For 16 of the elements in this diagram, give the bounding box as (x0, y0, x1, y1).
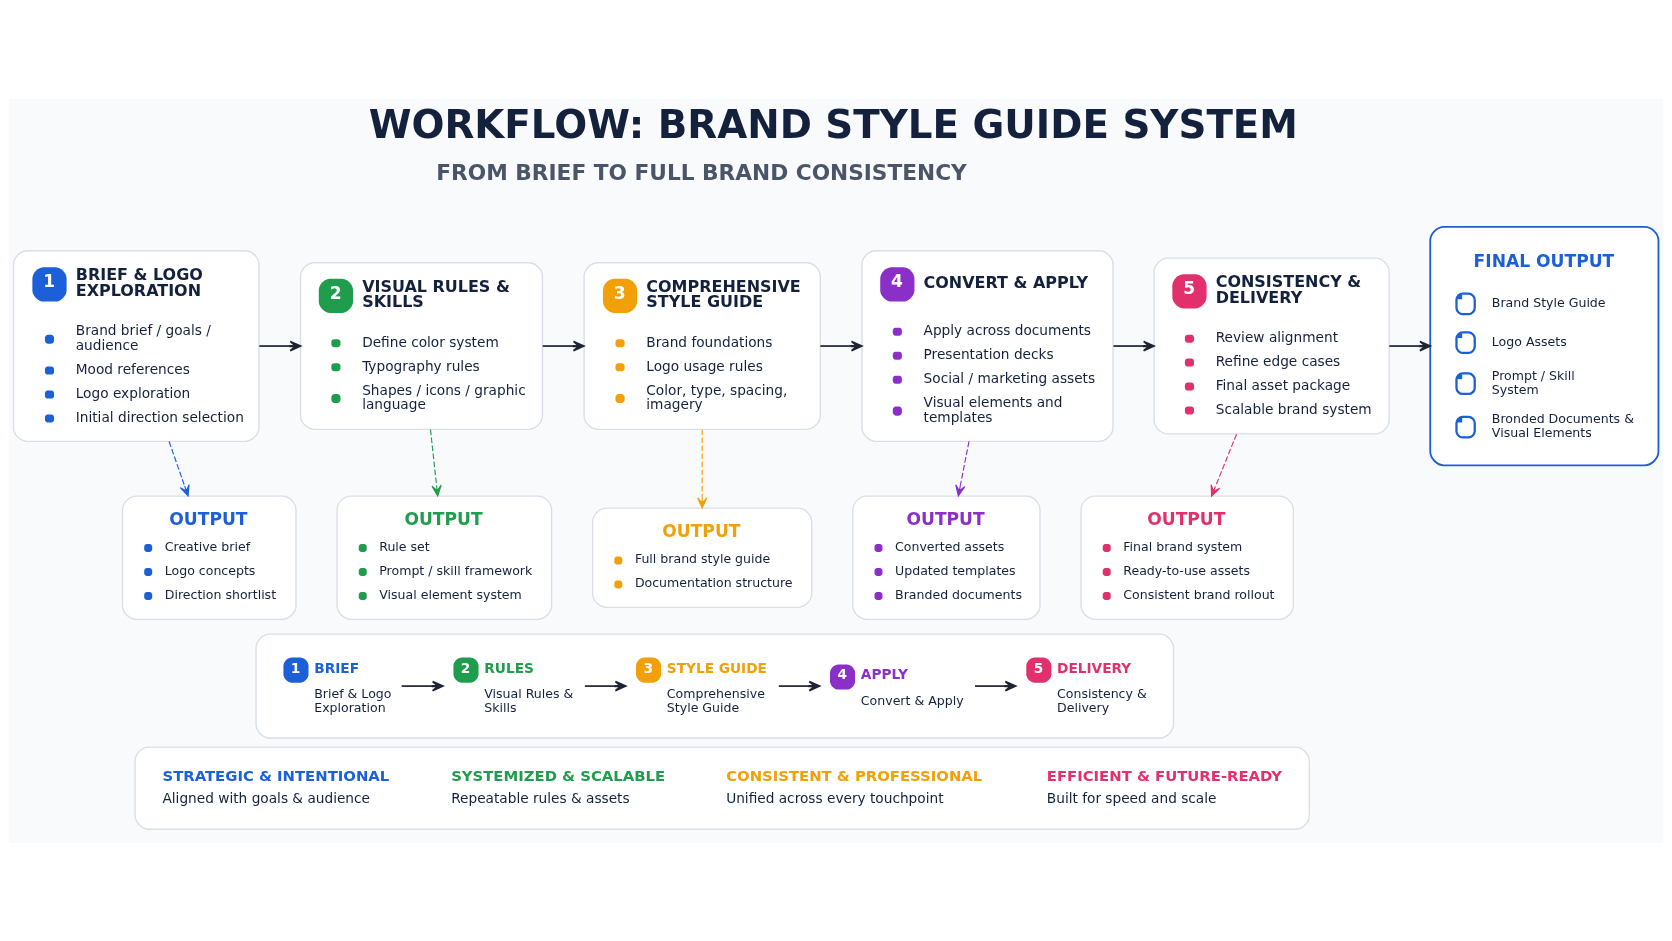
node-text: EFFICIENT & FUTURE-READY Built for speed and scale (1046, 766, 1283, 806)
node-label: APPLY (860, 665, 908, 682)
node-label: STYLE GUIDE (666, 659, 767, 676)
node-text: STRATEGIC & INTENTIONAL Aligned with goals & audience (162, 766, 390, 806)
node-label: DELIVERY (1057, 659, 1132, 676)
label: FROM BRIEF TO FULL BRAND CONSISTENCY (436, 159, 967, 185)
node-label: Convert & Apply (860, 692, 964, 708)
node-label: BRIEF (314, 659, 359, 676)
diagram-title: WORKFLOW: BRAND STYLE GUIDE SYSTEM (368, 101, 1298, 147)
node-text: CONSISTENT & PROFESSIONAL Unified across every touchpoint (726, 766, 983, 806)
node-label: Comprehensive Style Guide (666, 685, 765, 715)
node-label: Brief & Logo Exploration (314, 685, 392, 715)
node-label: Consistency & Delivery (1057, 685, 1147, 715)
node-label: RULES (484, 659, 534, 676)
node-label: Visual Rules & Skills (484, 685, 574, 715)
node-text: SYSTEMIZED & SCALABLE Repeatable rules & assets (451, 766, 666, 806)
